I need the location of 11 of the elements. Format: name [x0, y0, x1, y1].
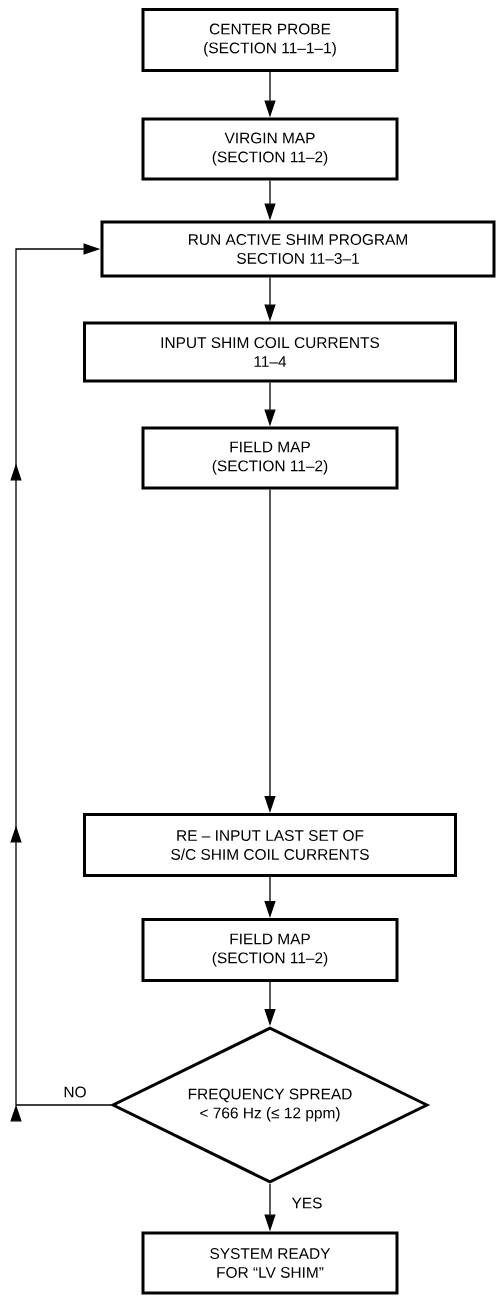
process-box: FIELD MAP (SECTION 11–2) [141, 426, 399, 490]
process-box: RUN ACTIVE SHIM PROGRAM SECTION 11–3–1 [100, 220, 496, 278]
process-box: FIELD MAP (SECTION 11–2) [141, 918, 399, 982]
edge-label: NO [62, 1085, 88, 1099]
process-box: VIRGIN MAP (SECTION 11–2) [141, 117, 399, 181]
arrow [10, 243, 112, 1122]
process-box: CENTER PROBE (SECTION 11–1–1) [141, 8, 399, 72]
process-box: INPUT SHIM COIL CURRENTS 11–4 [83, 321, 457, 383]
edge-label: YES [290, 1196, 324, 1210]
process-box: SYSTEM READY FOR “LV SHIM” [141, 1231, 399, 1295]
process-box: RE – INPUT LAST SET OF S/C SHIM COIL CURRENTS [83, 813, 457, 877]
